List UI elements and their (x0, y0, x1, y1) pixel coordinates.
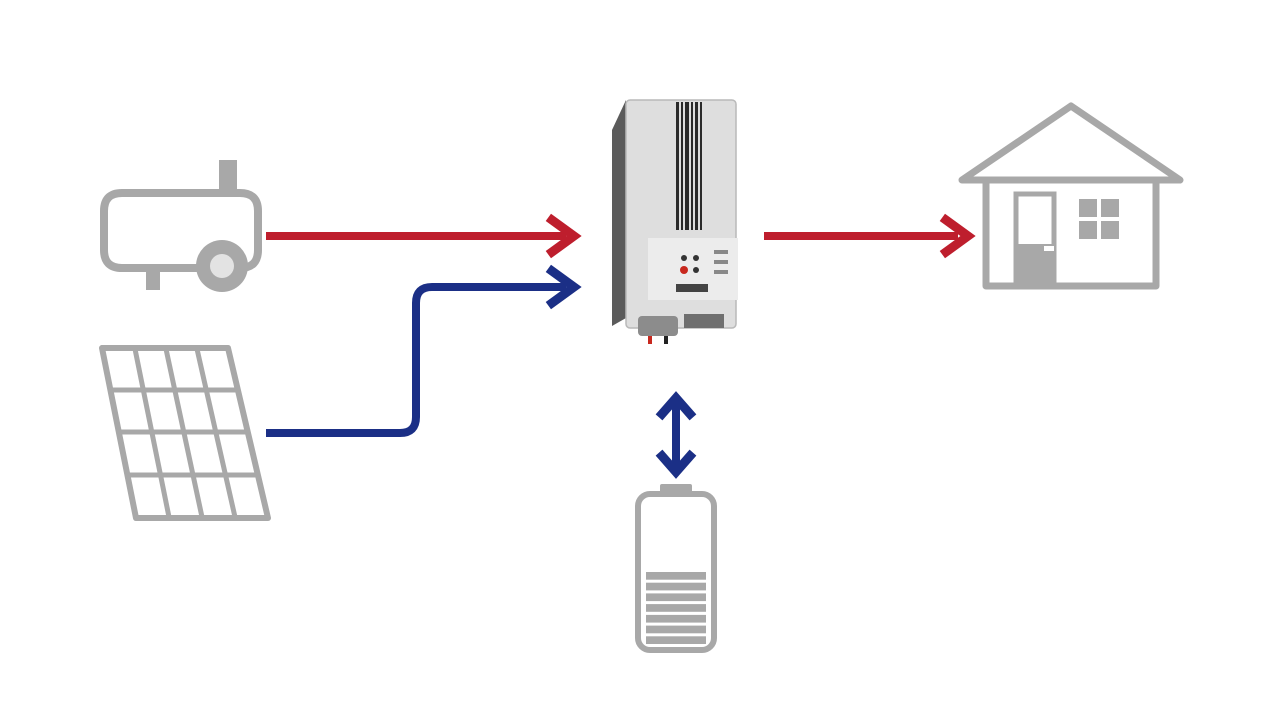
battery-charge-bars (646, 572, 706, 644)
battery-charge-bar (646, 614, 706, 623)
flow-inverter-to-house (764, 213, 976, 259)
battery-charge-bar (646, 604, 706, 612)
inverter-charger-device (612, 99, 738, 344)
battery-charge-bar (646, 625, 706, 634)
battery-charge-bar (646, 593, 706, 602)
flow-generator-to-inverter (266, 213, 582, 259)
flow-inverter-battery (655, 391, 697, 479)
battery-charge-bar (646, 572, 706, 580)
inverter-cable-glands (638, 314, 724, 344)
solar-panel-icon (99, 345, 271, 521)
inverter-control-panel (648, 238, 738, 300)
flow-solar-to-inverter (266, 264, 582, 437)
battery-charge-bar (646, 582, 706, 591)
battery-icon (635, 484, 717, 653)
battery-charge-bar (646, 636, 706, 644)
house-window (1079, 199, 1119, 239)
house-icon (958, 102, 1184, 290)
inverter-stripes (676, 102, 702, 230)
generator-icon (100, 160, 262, 292)
